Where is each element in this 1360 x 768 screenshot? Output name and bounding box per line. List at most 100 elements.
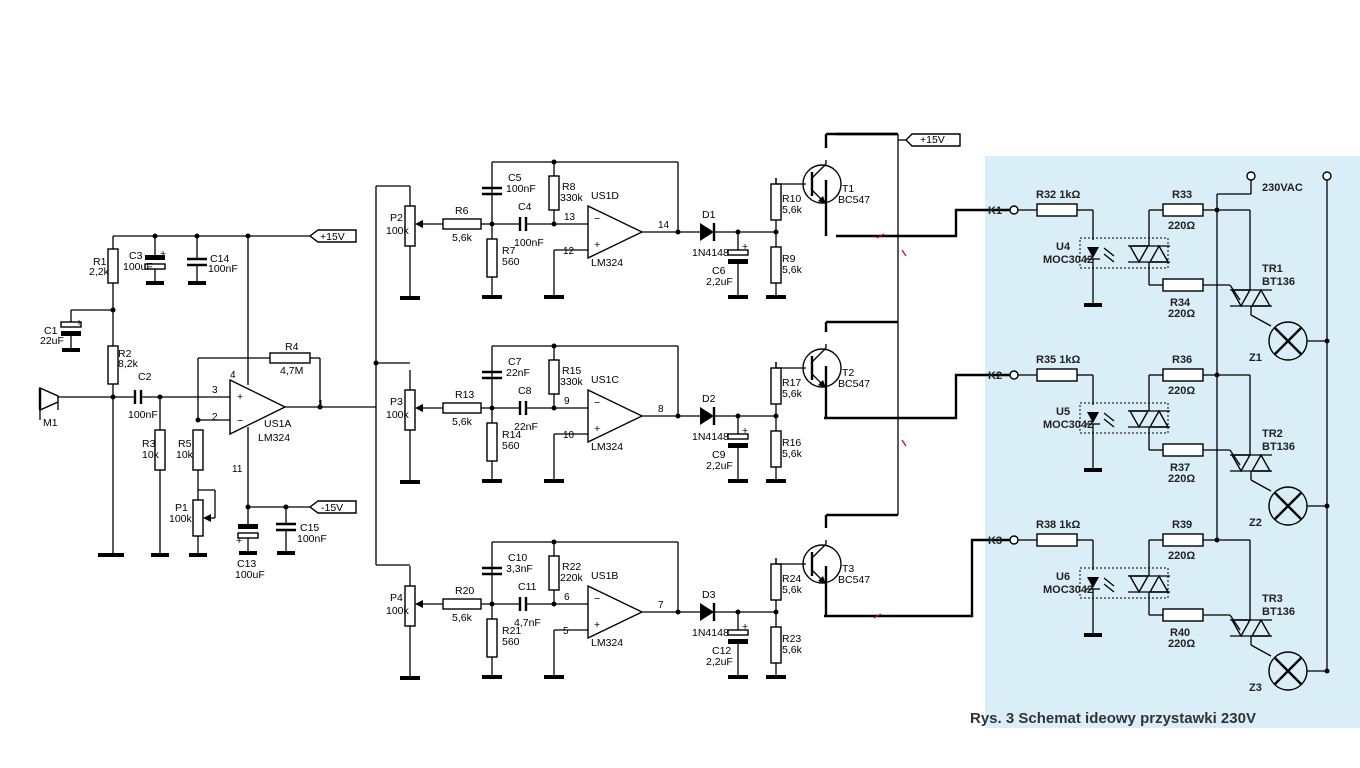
channel-3: P4100kR205,6kR21560C103,3nFC114,7nFR2222… — [386, 539, 870, 680]
svg-text:K1: K1 — [988, 205, 1002, 217]
resistor-r3 — [154, 429, 166, 471]
svg-text:10k: 10k — [142, 449, 160, 461]
svg-text:100k: 100k — [169, 513, 193, 525]
svg-text:Z1: Z1 — [1249, 352, 1262, 364]
potentiometer-p3 — [404, 389, 416, 431]
svg-text:R13: R13 — [455, 389, 474, 401]
svg-text:1N4148: 1N4148 — [692, 247, 729, 259]
resistor-r22 — [548, 555, 560, 591]
svg-text:+15V: +15V — [320, 231, 345, 243]
svg-text:T1: T1 — [842, 183, 854, 195]
svg-text:+: + — [237, 391, 243, 403]
svg-text:C4: C4 — [518, 201, 532, 213]
svg-text:6: 6 — [564, 592, 570, 603]
output-stage-panel — [985, 156, 1360, 728]
svg-text:+: + — [742, 425, 748, 437]
svg-text:R35 1kΩ: R35 1kΩ — [1036, 354, 1080, 366]
resistor-r10 — [770, 183, 782, 221]
svg-text:3: 3 — [212, 385, 218, 396]
svg-text:5,6k: 5,6k — [782, 204, 803, 216]
resistor-r38 — [1036, 533, 1078, 547]
svg-text:5,6k: 5,6k — [452, 416, 473, 428]
diode-d1 — [700, 223, 714, 241]
svg-text:100nF: 100nF — [506, 183, 536, 195]
resistor-r17 — [770, 367, 782, 405]
resistor-r33 — [1162, 203, 1204, 217]
svg-text:U4: U4 — [1056, 241, 1071, 253]
svg-text:5,6k: 5,6k — [452, 612, 473, 624]
svg-text:−: − — [594, 593, 600, 605]
svg-text:C11: C11 — [518, 581, 537, 593]
svg-text:R34: R34 — [1170, 297, 1191, 309]
svg-text:2,2k: 2,2k — [89, 266, 110, 278]
svg-text:22nF: 22nF — [514, 421, 538, 433]
svg-text:T3: T3 — [842, 563, 854, 575]
potentiometer-p2 — [404, 205, 416, 247]
svg-text:C15: C15 — [300, 522, 319, 534]
resistor-r1 — [107, 248, 119, 284]
svg-text:+: + — [742, 621, 748, 633]
svg-text:C2: C2 — [138, 371, 152, 383]
resistor-r35 — [1036, 368, 1078, 382]
svg-text:TR1: TR1 — [1262, 263, 1283, 275]
resistor-r20 — [442, 598, 482, 610]
svg-text:−: − — [594, 397, 600, 409]
svg-text:100nF: 100nF — [208, 263, 238, 275]
p3-label: P3 — [390, 396, 403, 408]
svg-text:LM324: LM324 — [591, 441, 623, 453]
resistor-r36 — [1162, 368, 1204, 382]
resistor-r37 — [1162, 443, 1204, 457]
svg-text:US1A: US1A — [264, 418, 291, 430]
svg-text:560: 560 — [502, 636, 520, 648]
svg-text:R7: R7 — [502, 245, 516, 257]
svg-text:22nF: 22nF — [506, 367, 530, 379]
resistor-r13 — [442, 402, 482, 414]
svg-text:5,6k: 5,6k — [782, 644, 803, 656]
opamp-us1a: + − US1A LM324 — [229, 378, 291, 444]
resistor-r4 — [269, 352, 311, 364]
svg-text:+: + — [742, 241, 748, 253]
svg-text:BC547: BC547 — [838, 574, 870, 586]
svg-text:R37: R37 — [1170, 462, 1190, 474]
svg-text:4: 4 — [230, 370, 236, 381]
transistor-t1 — [802, 164, 842, 204]
svg-text:1N4148: 1N4148 — [692, 627, 729, 639]
svg-text:C13: C13 — [237, 558, 256, 570]
svg-text:R17: R17 — [782, 377, 801, 389]
resistor-r23 — [770, 626, 782, 664]
svg-text:5,6k: 5,6k — [782, 584, 803, 596]
svg-text:8,2k: 8,2k — [118, 358, 139, 370]
resistor-r5 — [192, 429, 204, 471]
svg-text:14: 14 — [658, 220, 670, 231]
svg-text:R2: R2 — [118, 348, 132, 360]
svg-text:100nF: 100nF — [297, 533, 327, 545]
svg-text:US1B: US1B — [591, 570, 618, 582]
channel-2: P3100kR135,6kR14560C722nFC822nFR15330k−+… — [386, 343, 870, 484]
svg-text:5: 5 — [563, 626, 569, 637]
opamp-us1c — [587, 388, 644, 444]
svg-text:MOC3042: MOC3042 — [1043, 419, 1093, 431]
microphone-m1: M1 — [38, 386, 135, 429]
svg-text:LM324: LM324 — [258, 432, 290, 444]
svg-text:2,2uF: 2,2uF — [706, 276, 733, 288]
svg-text:BT136: BT136 — [1262, 276, 1295, 288]
resistor-r2 — [107, 345, 119, 385]
svg-text:Z2: Z2 — [1249, 517, 1262, 529]
svg-text:+: + — [594, 423, 600, 435]
svg-text:R39: R39 — [1172, 519, 1192, 531]
svg-text:100uF: 100uF — [235, 569, 265, 581]
svg-text:K3: K3 — [988, 535, 1002, 547]
diode-d2 — [700, 407, 714, 425]
svg-text:-15V: -15V — [321, 502, 343, 514]
svg-text:BT136: BT136 — [1262, 441, 1295, 453]
capacitor-c1: + — [60, 317, 82, 336]
p3-value: 100k — [386, 409, 410, 421]
svg-text:2,2uF: 2,2uF — [706, 656, 733, 668]
svg-text:TR2: TR2 — [1262, 428, 1283, 440]
svg-text:R4: R4 — [285, 341, 299, 353]
svg-text:5,6k: 5,6k — [782, 448, 803, 460]
svg-text:13: 13 — [564, 212, 576, 223]
svg-text:BT136: BT136 — [1262, 606, 1295, 618]
